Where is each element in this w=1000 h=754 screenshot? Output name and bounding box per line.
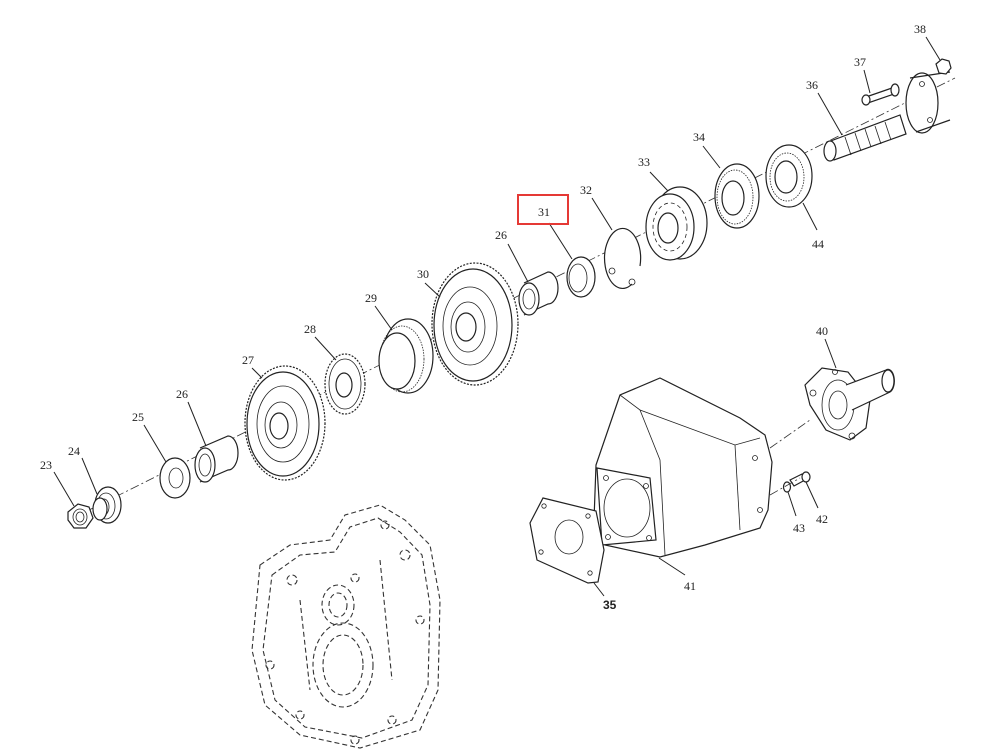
- part-41-housing: [593, 377, 773, 558]
- label-24: 24: [68, 444, 80, 458]
- part-40-flange: [804, 367, 895, 441]
- part-38-nut: [935, 58, 952, 75]
- part-26-sleeve-right: [518, 271, 559, 316]
- label-38: 38: [914, 22, 926, 36]
- label-31: 31: [538, 205, 550, 219]
- part-26-sleeve-left: [194, 435, 239, 483]
- highlight-box-part-31: [517, 194, 569, 225]
- label-23: 23: [40, 458, 52, 472]
- label-37: 37: [854, 55, 866, 69]
- part-35-gasket: [529, 497, 605, 584]
- label-43: 43: [793, 521, 805, 535]
- label-35: 35: [603, 598, 617, 612]
- label-40: 40: [816, 324, 828, 338]
- label-36: 36: [806, 78, 818, 92]
- leader-lines: [53, 36, 941, 597]
- label-26-left: 26: [176, 387, 188, 401]
- label-32: 32: [580, 183, 592, 197]
- label-28: 28: [304, 322, 316, 336]
- label-29: 29: [365, 291, 377, 305]
- label-27: 27: [242, 353, 254, 367]
- part-30-gear: [431, 262, 519, 386]
- part-34-oil-seal: [714, 163, 760, 229]
- part-23-nut: [67, 503, 94, 529]
- part-44-oil-seal: [765, 144, 813, 208]
- part-31-ring: [566, 256, 596, 298]
- part-25-washer: [159, 457, 191, 499]
- cover-axis-line: [769, 419, 811, 449]
- part-42-screw: [789, 471, 811, 487]
- transmission-case-phantom: [251, 504, 441, 749]
- label-33: 33: [638, 155, 650, 169]
- label-30: 30: [417, 267, 429, 281]
- label-44: 44: [812, 237, 824, 251]
- part-27-gear: [244, 365, 326, 481]
- screw-axis-line: [769, 477, 801, 496]
- part-33-ball-bearing: [645, 186, 708, 261]
- label-25: 25: [132, 410, 144, 424]
- part-36-output-shaft: [823, 71, 951, 162]
- part-37-bolt: [861, 83, 900, 106]
- label-26-right: 26: [495, 228, 507, 242]
- part-43-washer: [782, 481, 792, 493]
- part-28-small-gear: [324, 353, 366, 415]
- label-34: 34: [693, 130, 705, 144]
- part-24-bearing: [92, 486, 122, 524]
- part-29-sync-ring: [378, 318, 434, 394]
- label-42: 42: [816, 512, 828, 526]
- label-41: 41: [684, 579, 696, 593]
- part-32-circlip: [603, 227, 642, 290]
